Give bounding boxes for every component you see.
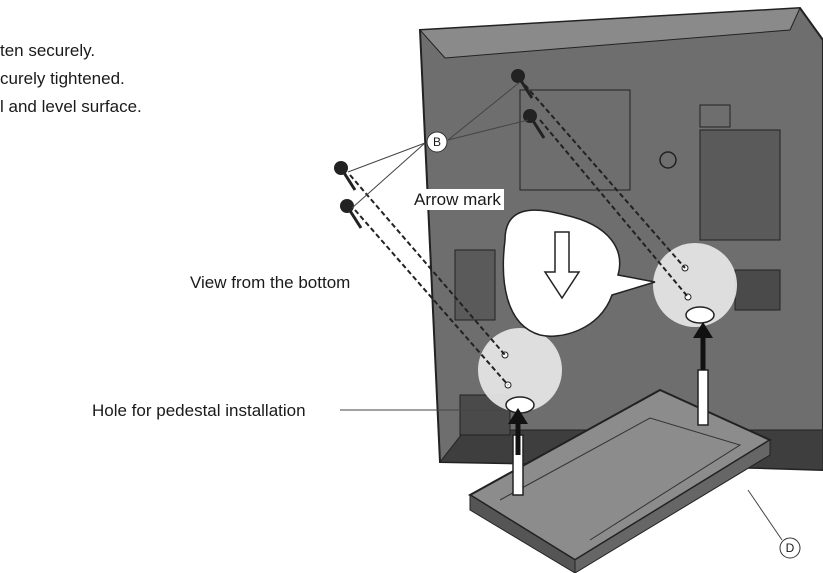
tv-speaker-grille-right: [734, 269, 781, 311]
callout-d-circle: [779, 537, 801, 559]
arrow-down-icon: [543, 231, 581, 300]
pedestal-side-edge: [574, 439, 771, 573]
tv-body: [418, 6, 823, 472]
callout-d-letter: D: [786, 541, 795, 555]
instruction-line-1: ten securely.: [0, 41, 96, 60]
pedestal-post-right: [697, 369, 709, 426]
arrow-up-icon: [693, 322, 713, 370]
arrow-mark-bubble: [502, 209, 656, 337]
view-from-bottom-label: View from the bottom: [190, 273, 351, 292]
pedestal-hole-left: [505, 396, 535, 414]
callout-d-leader: [747, 489, 783, 541]
pedestal-front-edge: [469, 494, 576, 573]
arrow-mark-label: Arrow mark: [411, 189, 504, 210]
callout-b-letter: B: [433, 135, 441, 149]
pedestal-hole-label: Hole for pedestal installation: [92, 401, 306, 420]
tv-terminal-panel: [699, 129, 781, 241]
screw: [340, 199, 363, 229]
screw: [511, 69, 534, 99]
pedestal-hole-right: [685, 306, 715, 324]
tv-back-hole: [659, 151, 677, 169]
arrow-up-icon: [508, 408, 528, 455]
tv-back-recess: [519, 89, 631, 191]
instruction-line-3: l and level surface.: [0, 97, 142, 116]
pedestal-inner-outline: [499, 417, 742, 541]
screw: [334, 161, 357, 191]
screw-guide-lines: [349, 84, 689, 386]
instruction-line-2: curely tightened.: [0, 69, 125, 88]
tv-side-panel: [454, 249, 496, 321]
pedestal-base: [468, 369, 773, 573]
callout-b-circle: [426, 131, 448, 153]
screw: [523, 109, 546, 139]
tv-top-edge: [418, 7, 801, 59]
callout-b-leaders: [347, 81, 529, 209]
tv-back-port: [699, 104, 731, 128]
mount-highlight-left: [478, 328, 562, 412]
mount-highlight-right: [653, 243, 737, 327]
